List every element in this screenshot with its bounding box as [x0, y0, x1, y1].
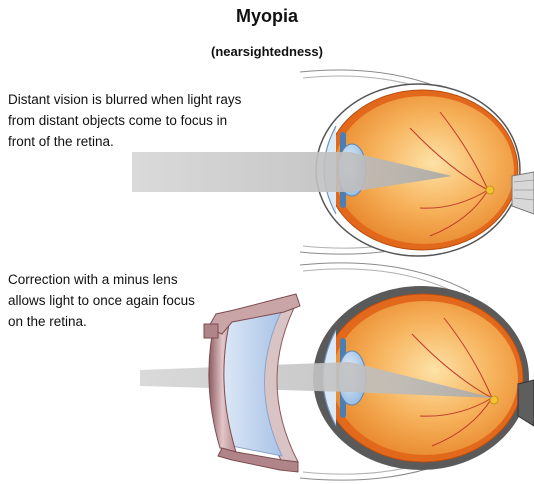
corrected-eye-illustration — [140, 263, 534, 480]
myopic-eye-illustration — [132, 70, 534, 256]
